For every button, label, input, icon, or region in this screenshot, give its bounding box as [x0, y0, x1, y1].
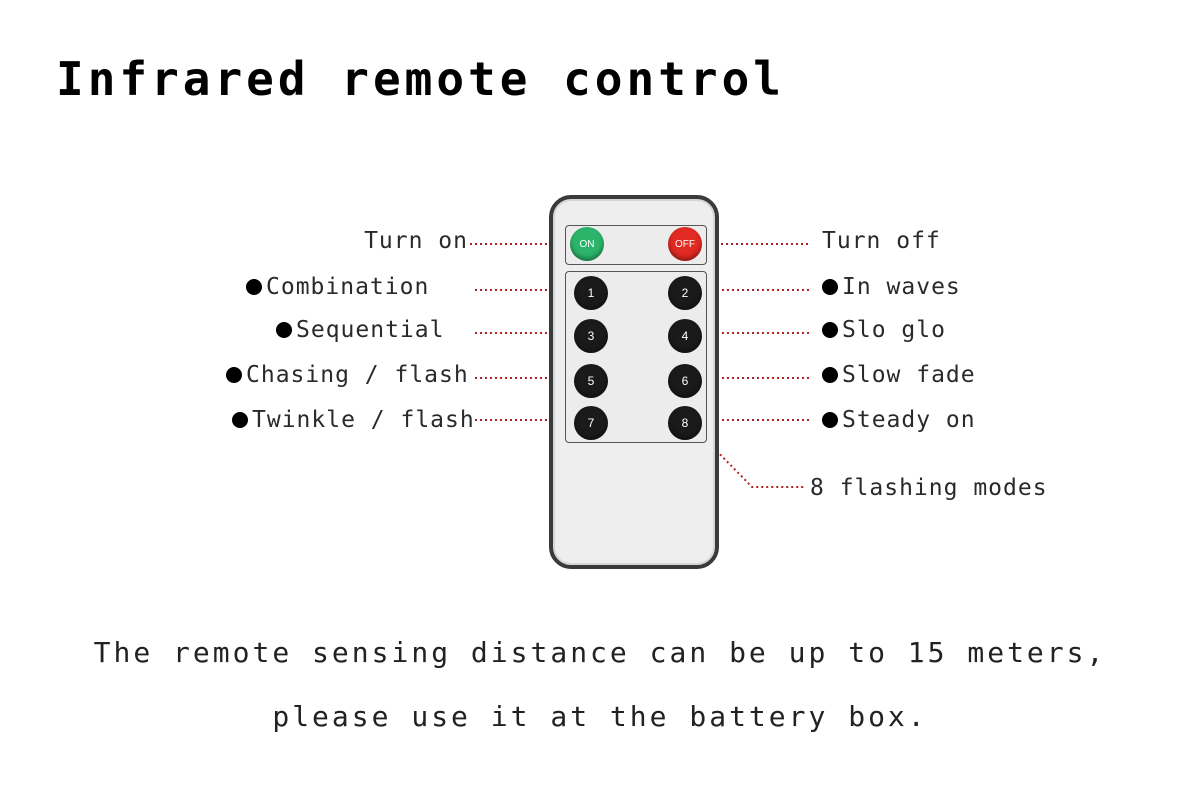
power-panel: ON OFF: [565, 225, 707, 265]
off-button[interactable]: OFF: [668, 227, 702, 261]
remote-control: ON OFF 1 2 3 4 5 6 7 8: [549, 195, 719, 569]
bullet-icon: [822, 367, 838, 383]
label-mode-4: Slo glo: [822, 317, 946, 343]
mode-button-4[interactable]: 4: [668, 319, 702, 353]
label-mode-7-text: Twinkle / flash: [252, 407, 475, 433]
mode-buttons-panel: 1 2 3 4 5 6 7 8: [565, 271, 707, 443]
bullet-icon: [276, 322, 292, 338]
caption-line-1: The remote sensing distance can be up to…: [93, 636, 1107, 669]
label-mode-6-text: Slow fade: [842, 362, 976, 388]
label-turn-off: Turn off: [822, 228, 941, 254]
label-mode-2: In waves: [822, 274, 961, 300]
label-mode-3-text: Sequential: [296, 317, 445, 343]
bullet-icon: [226, 367, 242, 383]
bullet-icon: [822, 279, 838, 295]
label-mode-3: Sequential: [276, 317, 444, 343]
mode-button-6[interactable]: 6: [668, 364, 702, 398]
mode-button-1[interactable]: 1: [574, 276, 608, 310]
mode-button-5[interactable]: 5: [574, 364, 608, 398]
mode-button-2[interactable]: 2: [668, 276, 702, 310]
bullet-icon: [232, 412, 248, 428]
label-mode-8: Steady on: [822, 407, 976, 433]
label-mode-4-text: Slo glo: [842, 317, 946, 343]
label-mode-1: Combination: [246, 274, 429, 300]
label-mode-1-text: Combination: [266, 274, 430, 300]
bullet-icon: [246, 279, 262, 295]
label-turn-on: Turn on: [364, 228, 468, 254]
bullet-icon: [822, 322, 838, 338]
mode-button-7[interactable]: 7: [574, 406, 608, 440]
page-title: Infrared remote control: [56, 52, 785, 106]
bullet-icon: [822, 412, 838, 428]
label-mode-5-text: Chasing / flash: [246, 362, 469, 388]
label-mode-8-text: Steady on: [842, 407, 976, 433]
label-mode-6: Slow fade: [822, 362, 976, 388]
label-mode-2-text: In waves: [842, 274, 961, 300]
caption-line-2: please use it at the battery box.: [272, 700, 928, 733]
mode-button-3[interactable]: 3: [574, 319, 608, 353]
label-mode-7: Twinkle / flash: [232, 407, 475, 433]
label-mode-5: Chasing / flash: [226, 362, 469, 388]
leader-flashing-modes: [705, 439, 805, 488]
label-flashing-modes: 8 flashing modes: [810, 475, 1048, 501]
mode-button-8[interactable]: 8: [668, 406, 702, 440]
on-button[interactable]: ON: [570, 227, 604, 261]
